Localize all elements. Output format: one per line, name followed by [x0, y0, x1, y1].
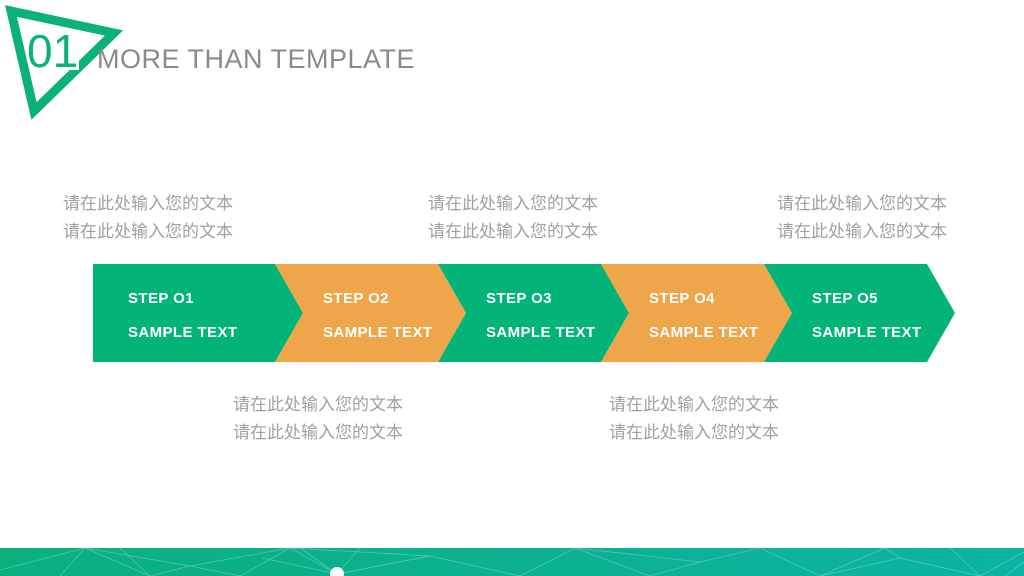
placeholder-line: 请在此处输入您的文本 — [233, 395, 403, 414]
placeholder-block-bottom-1: 请在此处输入您的文本 请在此处输入您的文本 — [233, 391, 403, 447]
step-title: STEP O1 — [128, 290, 194, 307]
step-title: STEP O4 — [649, 290, 715, 307]
placeholder-line: 请在此处输入您的文本 — [609, 423, 779, 442]
footer-mesh-decoration — [0, 548, 1024, 576]
placeholder-block-bottom-2: 请在此处输入您的文本 请在此处输入您的文本 — [609, 391, 779, 447]
step-subtitle: SAMPLE TEXT — [486, 324, 596, 341]
slide-title: MORE THAN TEMPLATE — [97, 44, 416, 74]
placeholder-block-top-3: 请在此处输入您的文本 请在此处输入您的文本 — [777, 190, 947, 246]
placeholder-block-top-1: 请在此处输入您的文本 请在此处输入您的文本 — [63, 190, 233, 246]
footer-dot — [330, 567, 344, 576]
placeholder-line: 请在此处输入您的文本 — [777, 222, 947, 241]
process-band: STEP O1 SAMPLE TEXT STEP O2 SAMPLE TEXT … — [0, 264, 1024, 362]
step-title: STEP O2 — [323, 290, 389, 307]
step-subtitle: SAMPLE TEXT — [649, 324, 759, 341]
placeholder-line: 请在此处输入您的文本 — [609, 395, 779, 414]
step-arrow-2: STEP O2 SAMPLE TEXT — [275, 264, 466, 362]
step-subtitle: SAMPLE TEXT — [812, 324, 922, 341]
step-subtitle: SAMPLE TEXT — [323, 324, 433, 341]
section-number: 01 — [27, 25, 78, 77]
step-arrow-4: STEP O4 SAMPLE TEXT — [601, 264, 792, 362]
placeholder-line: 请在此处输入您的文本 — [428, 222, 598, 241]
triangle-icon — [5, 5, 124, 120]
step-title: STEP O3 — [486, 290, 552, 307]
footer-band — [0, 548, 1024, 576]
step-arrow-5: STEP O5 SAMPLE TEXT — [764, 264, 955, 362]
step-arrow-1: STEP O1 SAMPLE TEXT — [93, 264, 303, 362]
placeholder-line: 请在此处输入您的文本 — [777, 194, 947, 213]
placeholder-line: 请在此处输入您的文本 — [63, 194, 233, 213]
step-arrow-3: STEP O3 SAMPLE TEXT — [438, 264, 629, 362]
step-subtitle: SAMPLE TEXT — [128, 324, 238, 341]
section-logo: 01 — [5, 5, 124, 120]
placeholder-block-top-2: 请在此处输入您的文本 请在此处输入您的文本 — [428, 190, 598, 246]
placeholder-line: 请在此处输入您的文本 — [63, 222, 233, 241]
placeholder-line: 请在此处输入您的文本 — [428, 194, 598, 213]
step-title: STEP O5 — [812, 290, 878, 307]
placeholder-line: 请在此处输入您的文本 — [233, 423, 403, 442]
